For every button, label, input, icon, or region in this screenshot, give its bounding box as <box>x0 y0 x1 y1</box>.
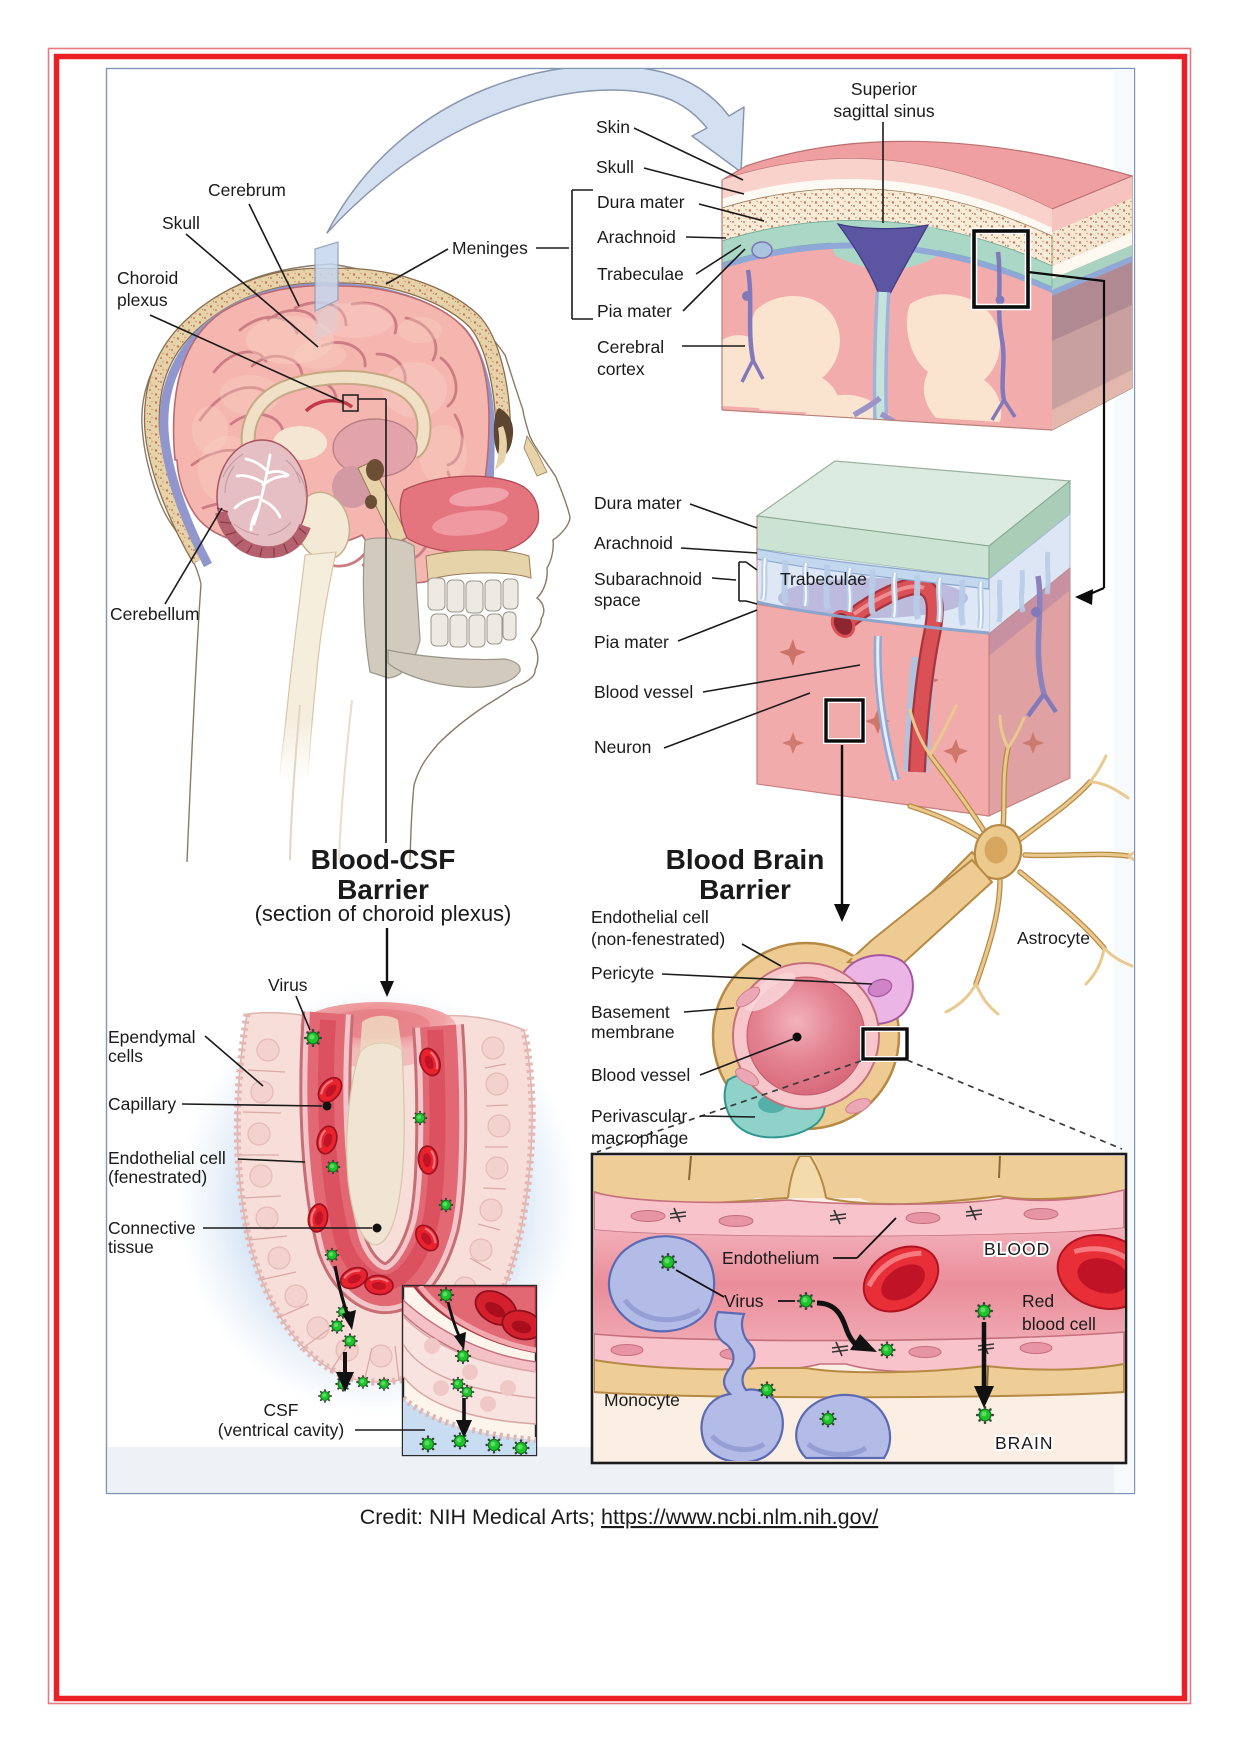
svg-text:Barrier: Barrier <box>699 874 791 905</box>
svg-text:plexus: plexus <box>117 290 168 310</box>
svg-text:CSF: CSF <box>264 1400 299 1420</box>
svg-text:Arachnoid: Arachnoid <box>597 227 676 247</box>
svg-text:(ventrical cavity): (ventrical cavity) <box>218 1420 344 1440</box>
svg-text:Blood vessel: Blood vessel <box>594 682 693 702</box>
svg-text:Skin: Skin <box>596 117 630 137</box>
svg-text:Meninges: Meninges <box>452 238 528 258</box>
svg-text:Subarachnoid: Subarachnoid <box>594 569 702 589</box>
svg-text:Barrier: Barrier <box>337 874 429 905</box>
svg-text:Connective: Connective <box>108 1218 196 1238</box>
svg-text:Dura mater: Dura mater <box>597 192 685 212</box>
svg-text:Arachnoid: Arachnoid <box>594 533 673 553</box>
svg-text:Trabeculae: Trabeculae <box>597 264 684 284</box>
svg-text:Perivascular: Perivascular <box>591 1106 687 1126</box>
svg-text:Blood Brain: Blood Brain <box>666 844 825 875</box>
svg-text:Blood-CSF: Blood-CSF <box>311 844 456 875</box>
svg-text:BLOOD: BLOOD <box>984 1239 1050 1259</box>
svg-text:Blood vessel: Blood vessel <box>591 1065 690 1085</box>
svg-text:Endothelial cell: Endothelial cell <box>108 1148 226 1168</box>
svg-text:Choroid: Choroid <box>117 268 178 288</box>
svg-text:Dura mater: Dura mater <box>594 493 682 513</box>
svg-text:Astrocyte: Astrocyte <box>1017 928 1090 948</box>
svg-text:Skull: Skull <box>162 213 200 233</box>
svg-text:BRAIN: BRAIN <box>995 1433 1053 1453</box>
svg-text:Pia mater: Pia mater <box>597 301 672 321</box>
svg-text:Virus: Virus <box>268 975 308 995</box>
svg-text:space: space <box>594 590 641 610</box>
svg-text:Ependymal: Ependymal <box>108 1027 196 1047</box>
svg-text:Cerebellum: Cerebellum <box>110 604 199 624</box>
svg-text:Endothelium: Endothelium <box>722 1248 819 1268</box>
svg-text:Credit: NIH Medical Arts; http: Credit: NIH Medical Arts; https://www.nc… <box>360 1505 879 1529</box>
svg-text:Endothelial cell: Endothelial cell <box>591 907 709 927</box>
svg-text:sagittal sinus: sagittal sinus <box>833 101 934 121</box>
svg-text:tissue: tissue <box>108 1237 154 1257</box>
svg-text:Cerebrum: Cerebrum <box>208 180 286 200</box>
svg-text:Pia mater: Pia mater <box>594 632 669 652</box>
svg-text:(fenestrated): (fenestrated) <box>108 1167 207 1187</box>
svg-text:Superior: Superior <box>851 79 917 99</box>
svg-text:cortex: cortex <box>597 359 645 379</box>
svg-text:Trabeculae: Trabeculae <box>780 569 867 589</box>
svg-text:Red: Red <box>1022 1291 1054 1311</box>
svg-text:Capillary: Capillary <box>108 1094 176 1114</box>
svg-text:Cerebral: Cerebral <box>597 337 664 357</box>
svg-text:Pericyte: Pericyte <box>591 963 654 983</box>
svg-text:Monocyte: Monocyte <box>604 1390 680 1410</box>
svg-text:macrophage: macrophage <box>591 1128 688 1148</box>
svg-text:blood cell: blood cell <box>1022 1314 1096 1334</box>
svg-text:Skull: Skull <box>596 157 634 177</box>
svg-text:(non-fenestrated): (non-fenestrated) <box>591 929 725 949</box>
svg-text:cells: cells <box>108 1046 143 1066</box>
svg-text:Neuron: Neuron <box>594 737 651 757</box>
svg-text:Basement: Basement <box>591 1002 670 1022</box>
svg-text:Virus: Virus <box>724 1291 764 1311</box>
svg-text:(section of choroid plexus): (section of choroid plexus) <box>255 901 512 926</box>
svg-text:membrane: membrane <box>591 1022 675 1042</box>
